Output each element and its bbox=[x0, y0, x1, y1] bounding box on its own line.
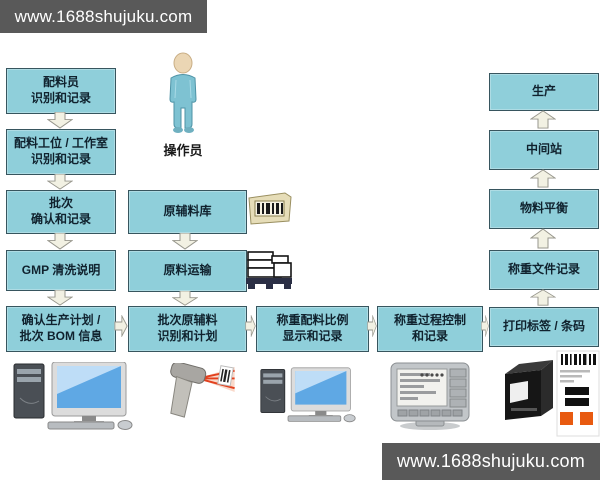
box-workstation-identify-record: 配料工位 / 工作室 识别和记录 bbox=[6, 129, 116, 175]
box-label-line: 物料平衡 bbox=[519, 201, 568, 216]
box-material-balance: 物料平衡 bbox=[489, 189, 599, 229]
box-intermediate-station: 中间站 bbox=[489, 130, 599, 170]
box-label-line: 配料工位 / 工作室 bbox=[13, 136, 108, 151]
box-label-line: GMP 清洗说明 bbox=[21, 262, 101, 277]
down-arrow bbox=[172, 233, 198, 250]
watermark-text: www.1688shujuku.com bbox=[14, 6, 193, 26]
barcode-label-icon bbox=[247, 192, 293, 228]
box-label-line: 生产 bbox=[531, 84, 556, 99]
box-label-line: 称重过程控制 bbox=[393, 313, 466, 328]
operator-label: 操作员 bbox=[163, 143, 203, 158]
right-arrow bbox=[367, 315, 377, 337]
box-material-transport: 原料运输 bbox=[128, 250, 247, 292]
box-label-line: 批次原辅料 bbox=[157, 313, 218, 328]
box-print-label-barcode: 打印标签 / 条码 bbox=[489, 307, 599, 347]
box-label-line: 称重文件记录 bbox=[507, 262, 580, 277]
right-arrow bbox=[481, 315, 489, 337]
box-label-line: 确认和记录 bbox=[30, 212, 91, 226]
box-label-line: 中间站 bbox=[525, 142, 562, 157]
up-arrow bbox=[530, 228, 556, 249]
down-arrow bbox=[47, 174, 73, 190]
up-arrow bbox=[530, 289, 556, 306]
box-raw-material-warehouse: 原辅料库 bbox=[128, 190, 247, 234]
up-arrow bbox=[530, 110, 556, 129]
down-arrow bbox=[172, 291, 198, 306]
box-label-line: 确认生产计划 / bbox=[21, 313, 101, 328]
right-arrow bbox=[114, 315, 128, 337]
desktop-computer-icon bbox=[8, 362, 138, 430]
box-label-line: 和记录 bbox=[411, 329, 448, 343]
down-arrow bbox=[47, 112, 73, 129]
box-label-line: 打印标签 / 条码 bbox=[502, 319, 585, 334]
person-icon bbox=[163, 52, 203, 136]
pallet-goods-icon bbox=[243, 247, 295, 295]
box-label-line: 批次 bbox=[48, 196, 73, 211]
box-dispenser-identify-record: 配料员 识别和记录 bbox=[6, 68, 116, 114]
box-label-line: 显示和记录 bbox=[282, 329, 343, 343]
weighing-terminal-icon bbox=[386, 360, 474, 432]
up-arrow bbox=[530, 169, 556, 188]
box-label-line: 配料员 bbox=[42, 75, 79, 90]
box-batch-confirm-record: 批次 确认和记录 bbox=[6, 190, 116, 234]
right-arrow bbox=[245, 315, 256, 337]
box-production: 生产 bbox=[489, 73, 599, 111]
watermark-banner-bottom: www.1688shujuku.com bbox=[382, 443, 600, 480]
down-arrow bbox=[47, 290, 73, 306]
box-label-line: 识别和计划 bbox=[157, 329, 218, 343]
down-arrow bbox=[47, 233, 73, 250]
desktop-computer-icon bbox=[256, 362, 360, 428]
box-label-line: 原料运输 bbox=[163, 263, 212, 278]
box-label-line: 识别和记录 bbox=[30, 91, 91, 105]
watermark-text: www.1688shujuku.com bbox=[397, 451, 585, 471]
watermark-banner-top: www.1688shujuku.com bbox=[0, 0, 207, 33]
box-weighing-ratio-display-record: 称重配料比例 显示和记录 bbox=[256, 306, 369, 352]
label-printer-icon bbox=[497, 350, 600, 440]
box-label-line: 识别和记录 bbox=[30, 152, 91, 166]
box-gmp-cleaning-instruction: GMP 清洗说明 bbox=[6, 250, 116, 291]
box-weighing-file-record: 称重文件记录 bbox=[489, 250, 599, 290]
box-batch-material-identify-plan: 批次原辅料 识别和计划 bbox=[128, 306, 247, 352]
box-label-line: 批次 BOM 信息 bbox=[19, 329, 103, 343]
barcode-scanner-icon bbox=[152, 363, 237, 421]
box-label-line: 称重配料比例 bbox=[276, 313, 349, 328]
box-confirm-production-plan-bom: 确认生产计划 / 批次 BOM 信息 bbox=[6, 306, 116, 352]
box-label-line: 原辅料库 bbox=[163, 204, 212, 219]
box-weighing-process-control-record: 称重过程控制 和记录 bbox=[377, 306, 483, 352]
